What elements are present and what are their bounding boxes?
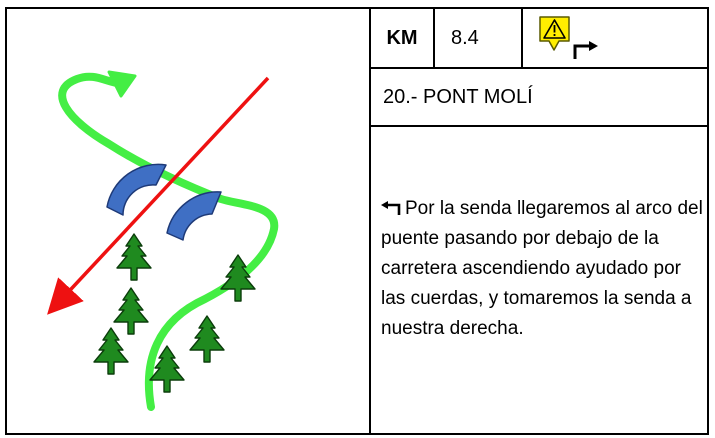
km-row: KM 8.4 (371, 9, 707, 69)
pine-tree-icon (93, 327, 129, 375)
signals (523, 9, 707, 67)
waypoint-title: 20.- PONT MOLÍ (371, 69, 707, 127)
description-text: Por la senda llegaremos al arco del puen… (381, 198, 703, 339)
bridge-arch-icon (106, 163, 167, 216)
roadbook-card: KM 8.4 20.- PONT MOLÍ (5, 7, 709, 435)
turn-right-arrow-icon (573, 41, 598, 59)
km-value: 8.4 (435, 9, 523, 67)
bridge-arch-icon (166, 191, 222, 241)
warning-sign-icon (539, 16, 570, 51)
trail-arrowhead (107, 70, 137, 98)
pine-tree-icon (113, 287, 149, 335)
pine-tree-icon (116, 233, 152, 281)
route-diagram (7, 9, 371, 433)
description: Por la senda llegaremos al arco del puen… (381, 194, 703, 344)
signals-graphic (539, 16, 598, 59)
description-cell: Por la senda llegaremos al arco del puen… (371, 127, 707, 433)
pine-tree-icon (189, 315, 225, 363)
route-map (47, 70, 279, 411)
trail-path (58, 72, 279, 411)
km-label: KM (371, 9, 435, 67)
pine-tree-icon (220, 254, 256, 302)
road-line (47, 76, 270, 315)
info-panel: KM 8.4 20.- PONT MOLÍ (371, 9, 707, 433)
turn-left-arrow-icon (381, 201, 401, 215)
